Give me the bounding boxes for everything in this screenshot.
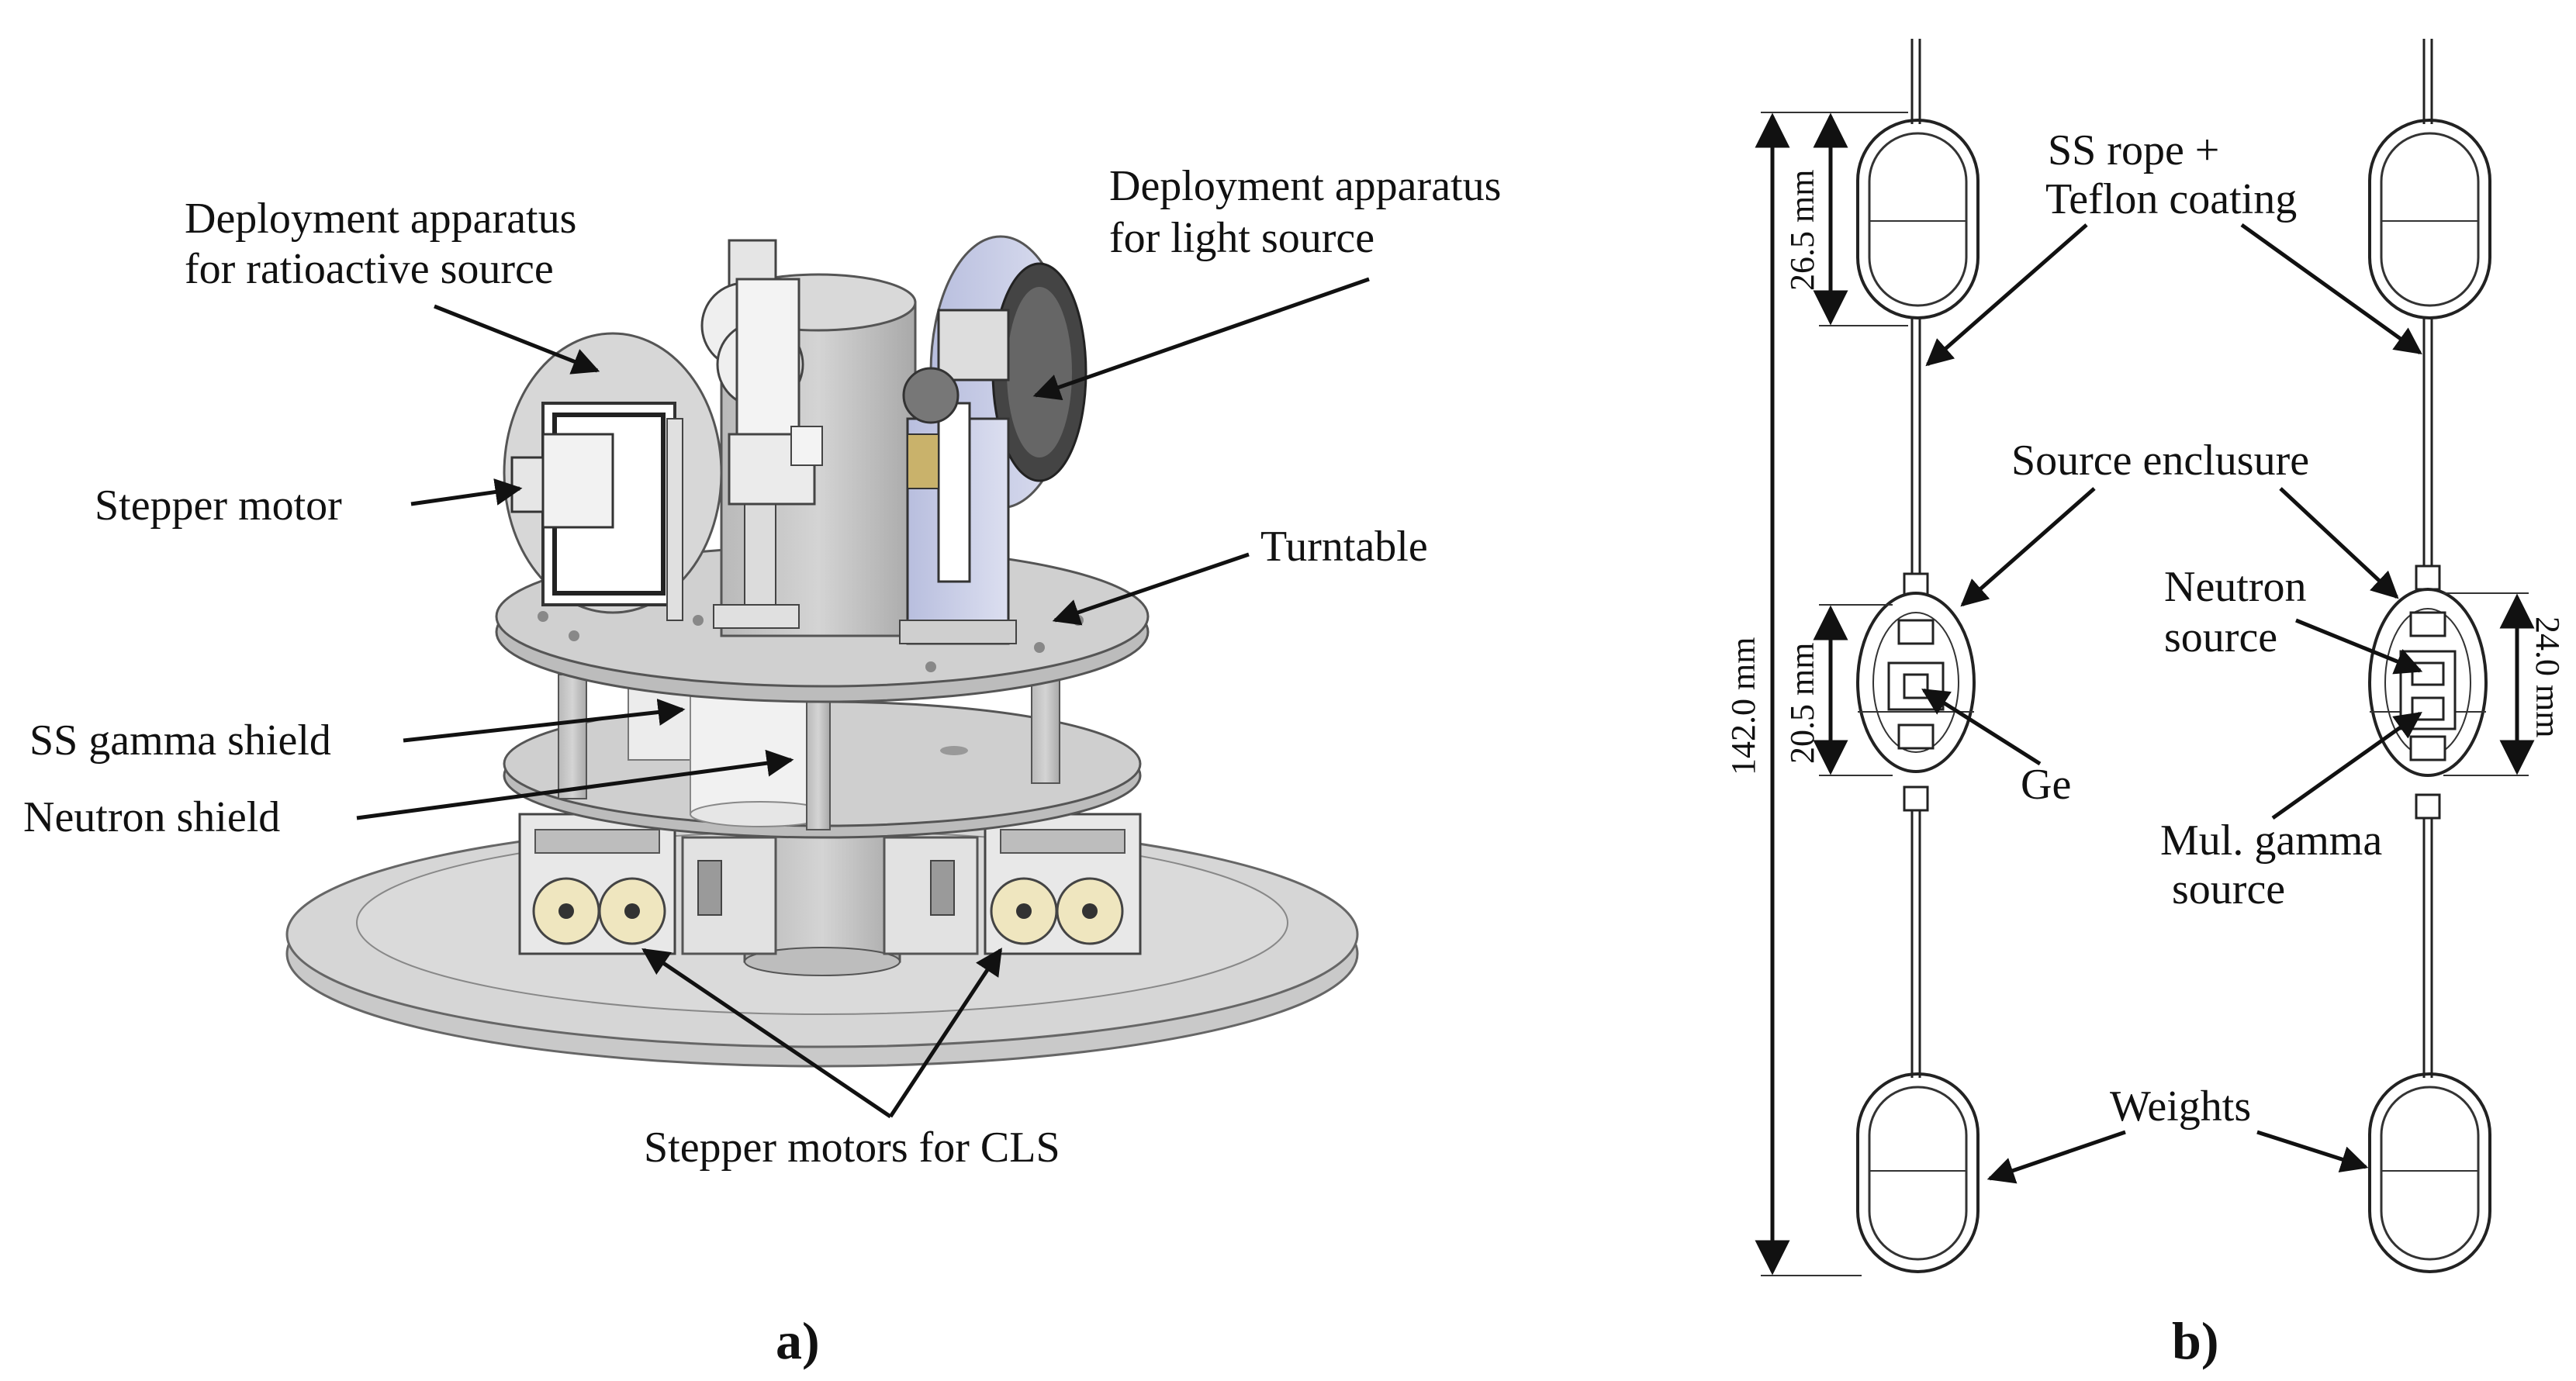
radioactive-deployment	[503, 332, 723, 621]
dim-weight-length: 26.5 mm	[1783, 170, 1821, 291]
label-mul-gamma-line1: Mul. gamma	[2160, 817, 2382, 865]
label-ss-gamma-shield: SS gamma shield	[29, 716, 331, 765]
arrow-stepper-motor	[410, 478, 523, 506]
label-neutron-shield: Neutron shield	[23, 793, 280, 841]
label-weights: Weights	[2110, 1082, 2251, 1131]
panel-b-assemblies	[1755, 39, 2535, 1276]
weight-bottom-right	[2368, 1072, 2491, 1273]
assembly-neutron	[2368, 39, 2491, 1273]
arrow-neutron-shield	[356, 749, 794, 820]
label-deploy-light-line2: for light source	[1109, 214, 1374, 262]
cls-motor-right	[984, 813, 1142, 955]
arrow-weights-right	[2256, 1130, 2369, 1173]
arrow-deploy-radio	[434, 304, 600, 375]
label-source-enclosure: Source enclusure	[2011, 437, 2309, 485]
arrow-ss-rope-right	[2240, 223, 2422, 355]
turntable-holes	[538, 611, 1084, 672]
dimension-lines	[1755, 112, 2535, 1276]
label-mul-gamma-line2: source	[2172, 865, 2285, 913]
assembly-ge	[1856, 39, 1980, 1273]
label-stepper-motor: Stepper motor	[95, 482, 342, 530]
caption-b: b)	[2172, 1311, 2218, 1370]
arrow-neutron-source	[2295, 618, 2423, 675]
arrow-enclosure-left	[1960, 487, 2096, 607]
weight-bottom-left	[1856, 1072, 1980, 1273]
label-deploy-radio-line2: for ratioactive source	[185, 245, 554, 293]
arrow-mul-gamma	[2271, 711, 2422, 820]
arrow-turntable	[1052, 552, 1250, 626]
panel-a-apparatus	[285, 235, 1359, 1068]
label-stepper-motors-cls: Stepper motors for CLS	[644, 1124, 1060, 1172]
cls-motor-left	[518, 813, 676, 955]
label-deploy-radio-line1: Deployment apparatus	[185, 195, 576, 243]
weight-top-left	[1856, 119, 1980, 319]
arrow-ge	[1921, 688, 2042, 766]
label-neutron-source-line1: Neutron	[2164, 563, 2307, 611]
arrow-cls-left	[641, 948, 892, 1119]
lower-brackets	[681, 836, 979, 955]
light-deployment	[899, 235, 1087, 645]
dim-neutron-enclosure: 24.0 mm	[2529, 616, 2567, 737]
pulley-tower	[700, 239, 823, 629]
label-ss-rope-line1: SS rope +	[2048, 126, 2219, 174]
label-deploy-light-line1: Deployment apparatus	[1109, 162, 1501, 210]
arrow-cls-right	[888, 948, 1003, 1118]
caption-a: a)	[776, 1311, 820, 1370]
label-neutron-source-line2: source	[2164, 613, 2277, 661]
arrow-deploy-light	[1032, 277, 1370, 401]
arrow-enclosure-right	[2279, 487, 2399, 599]
dim-total-length: 142.0 mm	[1724, 637, 1762, 775]
arrow-ss-rope-left	[1925, 223, 2088, 367]
arrow-weights-left	[1986, 1130, 2126, 1184]
arrow-ss-gamma-shield	[403, 699, 686, 743]
weight-top-right	[2368, 119, 2491, 319]
label-turntable: Turntable	[1260, 523, 1428, 571]
dim-ge-enclosure: 20.5 mm	[1783, 643, 1821, 764]
label-ss-rope-line2: Teflon coating	[2045, 175, 2297, 223]
label-ge: Ge	[2021, 761, 2071, 809]
